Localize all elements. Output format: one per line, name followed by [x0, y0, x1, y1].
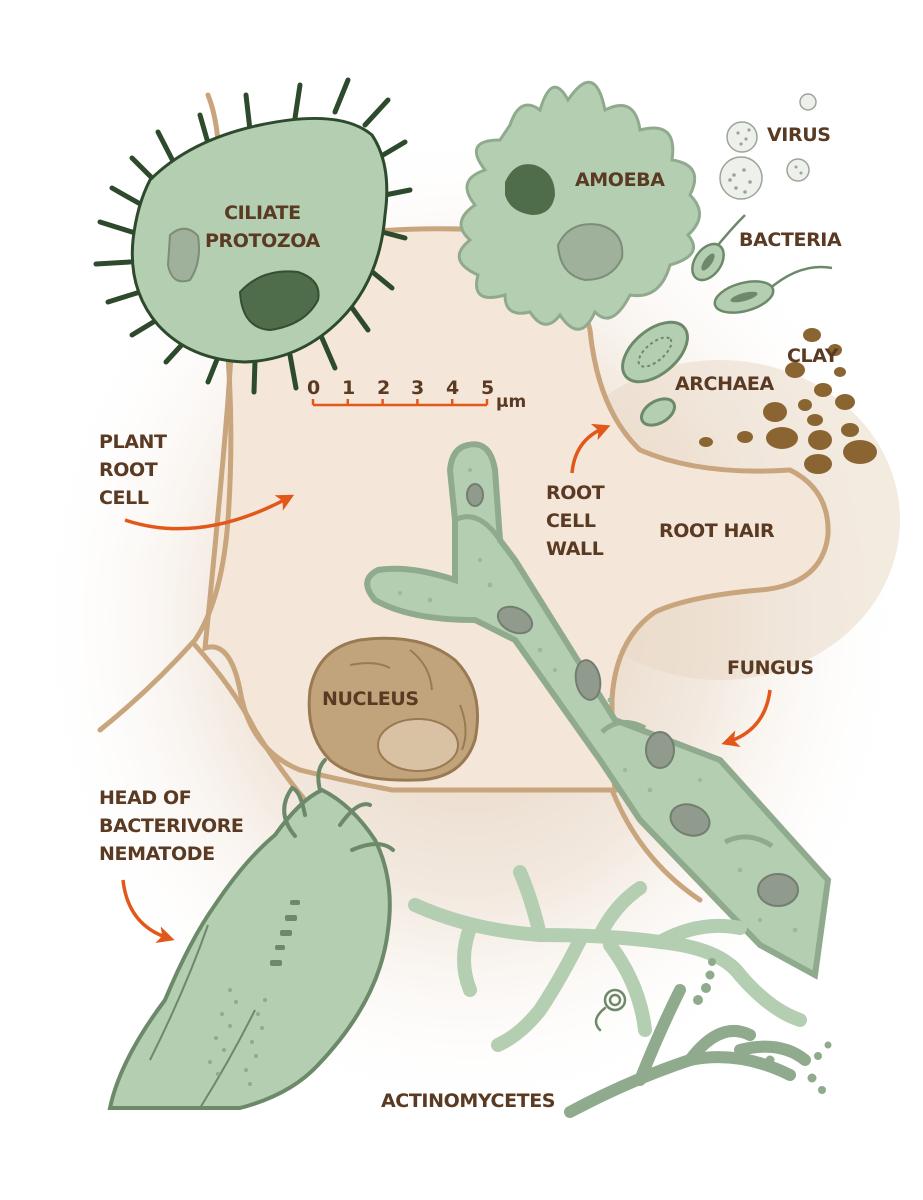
nucleus	[307, 636, 479, 782]
bacterivore-nematode	[107, 758, 395, 1110]
label-amoeba: AMOEBA	[575, 169, 665, 191]
scale-tick-2: 2	[377, 377, 391, 399]
label-fungus: FUNGUS	[727, 657, 814, 679]
archaea	[621, 320, 689, 427]
scale-tick-5: 5	[481, 377, 495, 399]
arrow-fungus	[721, 689, 772, 748]
label-plant-root-cell: PLANT ROOT CELL	[99, 431, 167, 509]
label-nucleus: NUCLEUS	[322, 688, 419, 710]
arrow-nematode	[121, 879, 175, 944]
arrow-root-cell-wall	[570, 423, 611, 474]
label-nematode: HEAD OF BACTERIVORE NEMATODE	[99, 787, 244, 865]
scale-tick-1: 1	[342, 377, 356, 399]
scale-tick-3: 3	[411, 377, 425, 399]
clay-particles	[699, 328, 877, 474]
arrow-plant-root-cell	[124, 494, 295, 531]
scale-tick-4: 4	[446, 377, 460, 399]
actinomycete-spores	[693, 958, 832, 1094]
label-archaea: ARCHAEA	[675, 373, 774, 395]
label-root-hair: ROOT HAIR	[659, 520, 775, 542]
label-actinomycetes: ACTINOMYCETES	[381, 1090, 556, 1112]
label-arrows	[121, 423, 772, 944]
label-root-cell-wall: ROOT CELL WALL	[546, 482, 605, 560]
label-clay: CLAY	[787, 345, 839, 367]
bacteria	[691, 214, 833, 314]
ciliate-protozoa	[93, 77, 413, 395]
label-ciliate-protozoa: CILIATE PROTOZOA	[205, 202, 320, 252]
scale-bar	[311, 399, 489, 407]
actinomycetes	[408, 865, 811, 1118]
virus-texture	[728, 128, 803, 194]
scale-unit: μm	[496, 392, 527, 412]
amoeba	[457, 80, 701, 331]
label-virus: VIRUS	[767, 124, 831, 146]
fungus	[364, 441, 832, 980]
scale-tick-0: 0	[307, 377, 321, 399]
label-bacteria: BACTERIA	[739, 229, 842, 251]
